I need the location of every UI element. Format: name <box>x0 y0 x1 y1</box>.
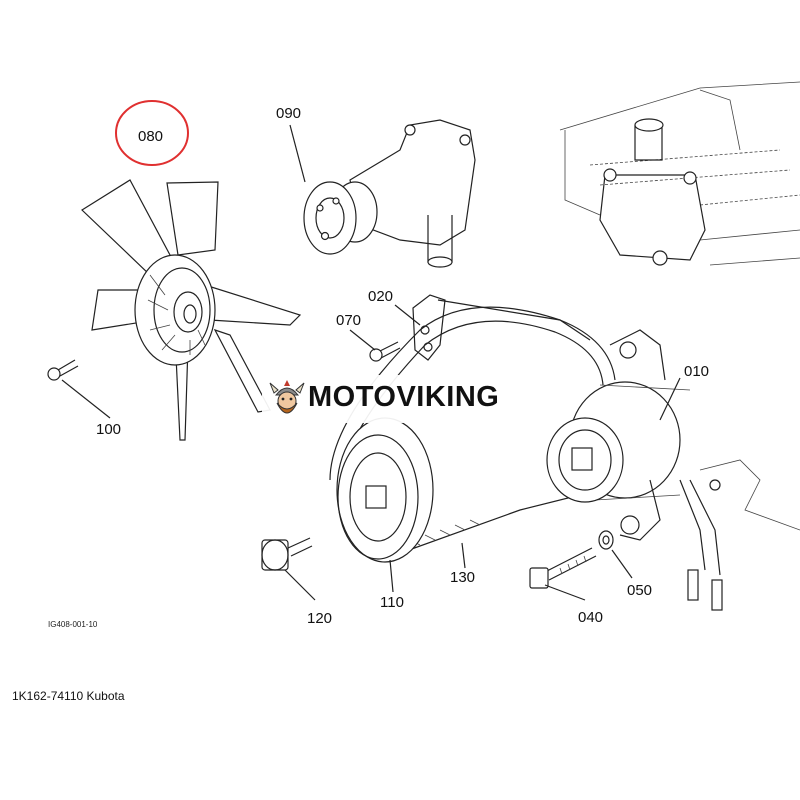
label-050: 050 <box>627 582 652 599</box>
bolt-070 <box>369 341 401 362</box>
bracket-020 <box>412 294 591 361</box>
label-020: 020 <box>368 288 393 305</box>
leader-lines <box>61 124 681 601</box>
drawing-code: IG408-001-10 <box>48 620 98 629</box>
washer-050 <box>598 530 614 550</box>
cooling-fan <box>81 179 302 441</box>
water-pump <box>303 119 476 268</box>
highlight-circle <box>115 100 189 166</box>
part-number-caption: 1K162-74110 Kubota <box>12 689 125 703</box>
label-010: 010 <box>684 363 709 380</box>
bolt-100 <box>47 359 79 381</box>
watermark-text: MOTOVIKING <box>308 381 500 413</box>
crank-pulley-110 <box>336 417 434 563</box>
label-070: 070 <box>336 312 361 329</box>
label-090: 090 <box>276 105 301 122</box>
alternator-010 <box>546 329 723 611</box>
label-120: 120 <box>307 610 332 627</box>
engine-block <box>559 81 800 531</box>
label-080: 080 <box>138 128 163 145</box>
watermark-banner <box>262 375 534 423</box>
label-110: 110 <box>380 594 404 611</box>
label-130: 130 <box>450 569 475 586</box>
bolt-040 <box>529 547 597 589</box>
label-100: 100 <box>96 421 121 438</box>
bolt-120 <box>261 537 313 571</box>
label-040: 040 <box>578 609 603 626</box>
viking-logo-icon <box>269 380 305 414</box>
